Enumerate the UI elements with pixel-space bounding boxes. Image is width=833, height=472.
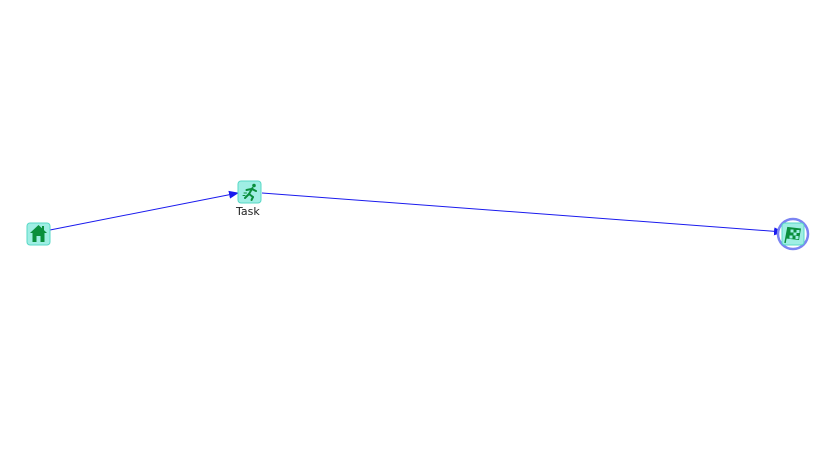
task-node[interactable] bbox=[237, 180, 262, 204]
runner-icon bbox=[242, 183, 257, 201]
edge-start-to-task[interactable] bbox=[49, 190, 239, 231]
edge-task-to-end[interactable] bbox=[261, 192, 784, 236]
task-node-label: Task bbox=[236, 205, 260, 218]
home-icon bbox=[30, 225, 47, 242]
checkered-flag-icon bbox=[784, 226, 801, 244]
start-node[interactable] bbox=[26, 222, 51, 246]
end-node[interactable] bbox=[776, 217, 810, 251]
